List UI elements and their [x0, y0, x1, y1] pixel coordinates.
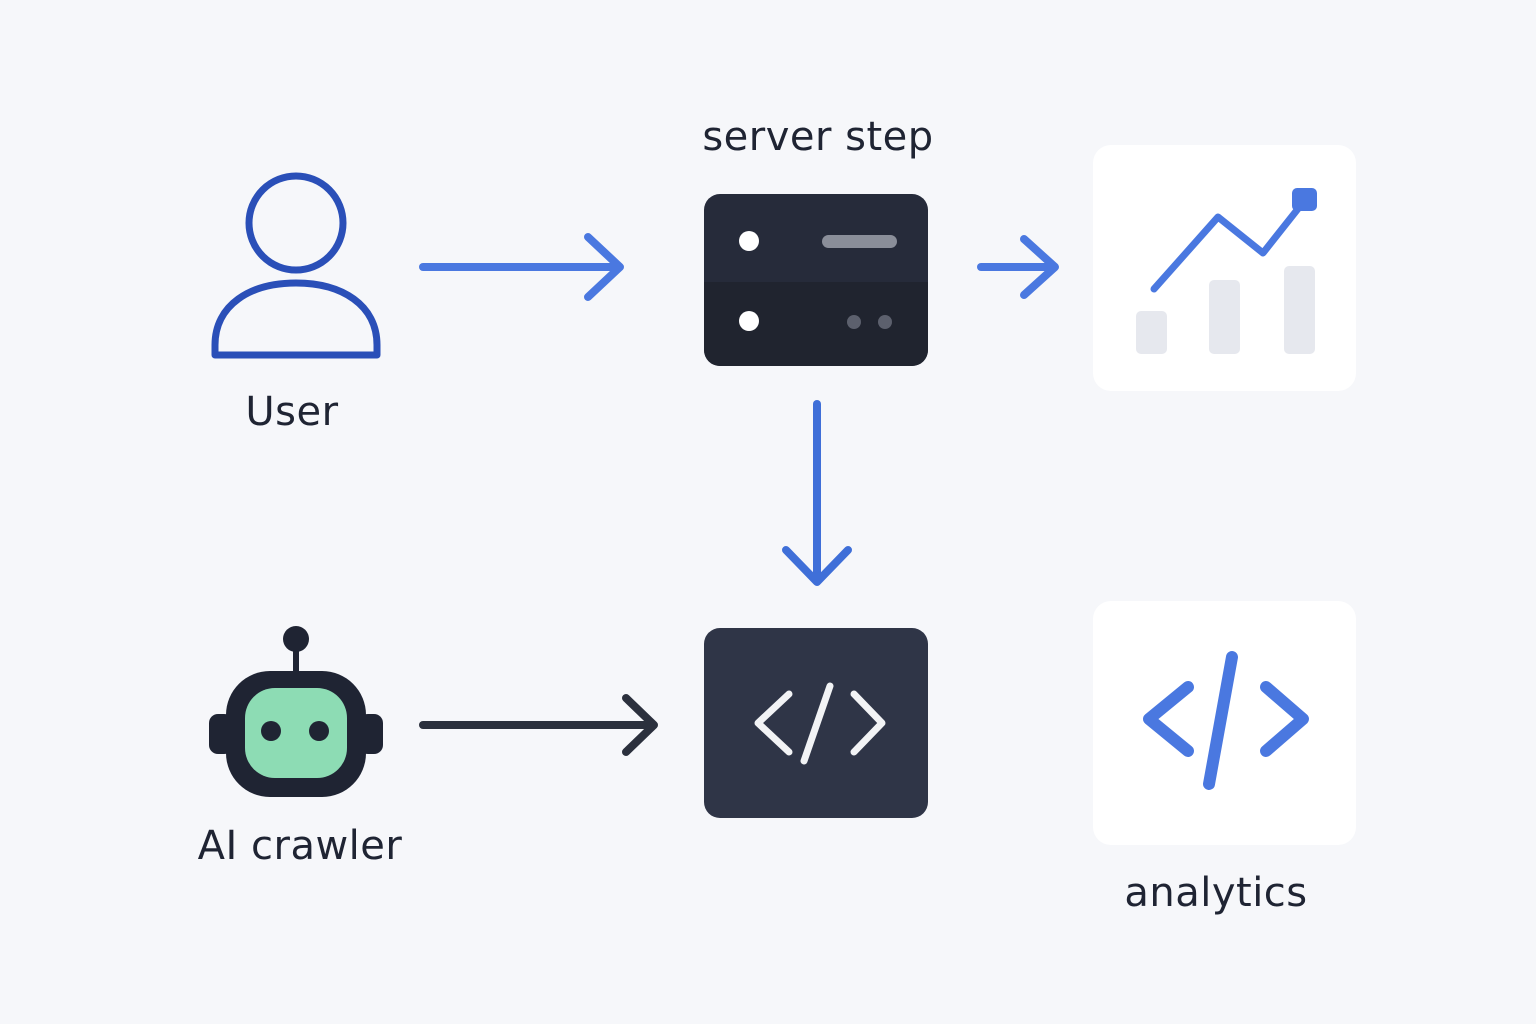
server-icon: [704, 194, 928, 366]
arrow-crawler-to-code: [419, 694, 658, 756]
analytics-chart-card: [1093, 145, 1356, 391]
server-indicators: [739, 231, 897, 331]
user-icon: [211, 172, 381, 359]
chart-icon: [1136, 188, 1317, 354]
analytics-code-icon: [1143, 651, 1309, 790]
arrow-server-to-analytics: [977, 235, 1059, 299]
user-label: User: [245, 389, 339, 435]
code-icon: [754, 682, 886, 765]
server-step-label: server step: [702, 114, 934, 160]
arrow-server-to-code: [782, 400, 852, 586]
analytics-label: analytics: [1124, 870, 1308, 916]
robot-icon: [209, 626, 383, 797]
arrow-user-to-server: [419, 233, 624, 301]
analytics-code-card: [1093, 601, 1356, 845]
ai-crawler-label: AI crawler: [197, 823, 403, 869]
code-block: [704, 628, 928, 818]
